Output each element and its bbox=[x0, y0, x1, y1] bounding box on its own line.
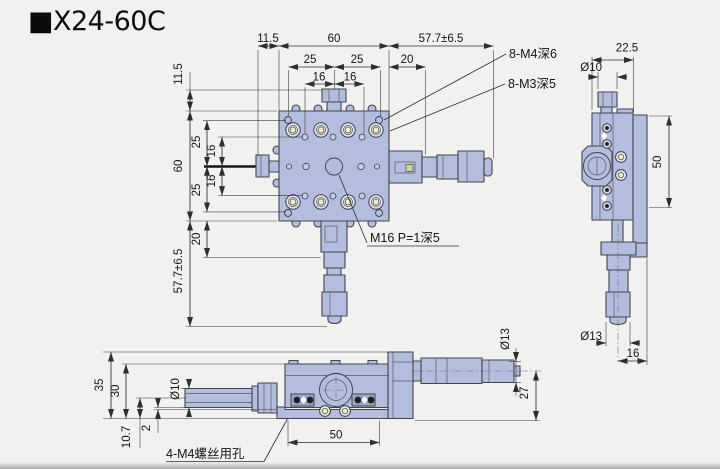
dim-top-20v: 20 bbox=[191, 233, 203, 246]
top-knob bbox=[321, 88, 347, 112]
dim-top-offset-left: 11.5 bbox=[257, 33, 279, 45]
front-slot-plates bbox=[290, 393, 376, 407]
dim-front-50: 50 bbox=[330, 430, 343, 442]
front-left-rod bbox=[184, 382, 278, 414]
callout-labels: 8-M4深6 8-M3深5 M16 P=1深5 4-M4螺丝用孔 bbox=[166, 47, 557, 462]
front-view-dimensions: 35 30 Ø10 10.7 2 50 Ø13 27 bbox=[94, 328, 540, 448]
dim-top-16d: 16 bbox=[206, 175, 218, 188]
dim-top-16c: 16 bbox=[206, 145, 218, 158]
side-knob-cap bbox=[597, 91, 618, 108]
front-boss bbox=[319, 373, 353, 407]
callout-m4-holes: 8-M4深6 bbox=[509, 47, 557, 61]
dim-top-mic-down: 57.7±6.5 bbox=[173, 249, 185, 294]
callout-mount-holes: 4-M4螺丝用孔 bbox=[166, 447, 245, 461]
side-micrometer bbox=[600, 219, 637, 326]
center-thread-hole bbox=[325, 157, 343, 176]
dim-top-offset-top: 11.5 bbox=[173, 63, 185, 85]
left-knob bbox=[204, 154, 280, 178]
callout-center-thread: M16 P=1深5 bbox=[370, 231, 440, 245]
dim-front-10-7: 10.7 bbox=[121, 426, 133, 448]
side-view-dimensions: 22.5 Ø10 50 Ø13 16 bbox=[580, 43, 673, 365]
dim-front-d10: Ø10 bbox=[170, 378, 182, 400]
front-bracket bbox=[387, 351, 414, 420]
dim-top-20h: 20 bbox=[401, 54, 414, 66]
dim-front-2: 2 bbox=[141, 425, 153, 431]
dim-front-30: 30 bbox=[110, 385, 122, 398]
dim-side-16: 16 bbox=[627, 348, 640, 360]
dim-top-25d: 25 bbox=[191, 184, 203, 197]
dim-top-25c: 25 bbox=[191, 136, 203, 149]
drawing-title: ■X24-60C bbox=[28, 6, 166, 37]
top-view-stage bbox=[204, 88, 493, 325]
front-ring-screws bbox=[319, 405, 351, 417]
top-view-dimensions: 11.5 60 57.7±6.5 25 25 20 16 16 11.5 60 … bbox=[173, 33, 494, 327]
dim-top-body-width: 60 bbox=[328, 33, 341, 45]
dim-front-d13: Ø13 bbox=[500, 328, 512, 350]
dim-top-25a: 25 bbox=[304, 54, 317, 66]
micrometer-bottom bbox=[320, 220, 348, 325]
front-base-plate bbox=[276, 406, 389, 420]
dim-top-mic-right: 57.7±6.5 bbox=[419, 33, 464, 45]
dim-side-22-5: 22.5 bbox=[616, 43, 638, 55]
side-screws bbox=[600, 123, 627, 211]
side-plate bbox=[632, 114, 648, 244]
dim-side-d10: Ø10 bbox=[580, 62, 602, 74]
stage-holes bbox=[284, 116, 383, 217]
front-view-stage bbox=[184, 351, 542, 420]
dim-front-35: 35 bbox=[94, 379, 106, 392]
dim-side-50: 50 bbox=[652, 156, 664, 169]
dim-top-25b: 25 bbox=[351, 54, 364, 66]
dim-side-d13: Ø13 bbox=[580, 331, 602, 343]
dim-top-16a: 16 bbox=[313, 72, 326, 84]
dim-top-16b: 16 bbox=[344, 72, 357, 84]
side-view-stage bbox=[581, 91, 648, 362]
stage-screws bbox=[285, 122, 384, 210]
dim-top-body-height: 60 bbox=[173, 160, 185, 173]
screenshot-bottom-edge bbox=[0, 462, 720, 469]
dim-front-27: 27 bbox=[519, 387, 531, 400]
callout-m3-holes: 8-M3深5 bbox=[508, 77, 556, 91]
micrometer-right bbox=[388, 150, 493, 184]
